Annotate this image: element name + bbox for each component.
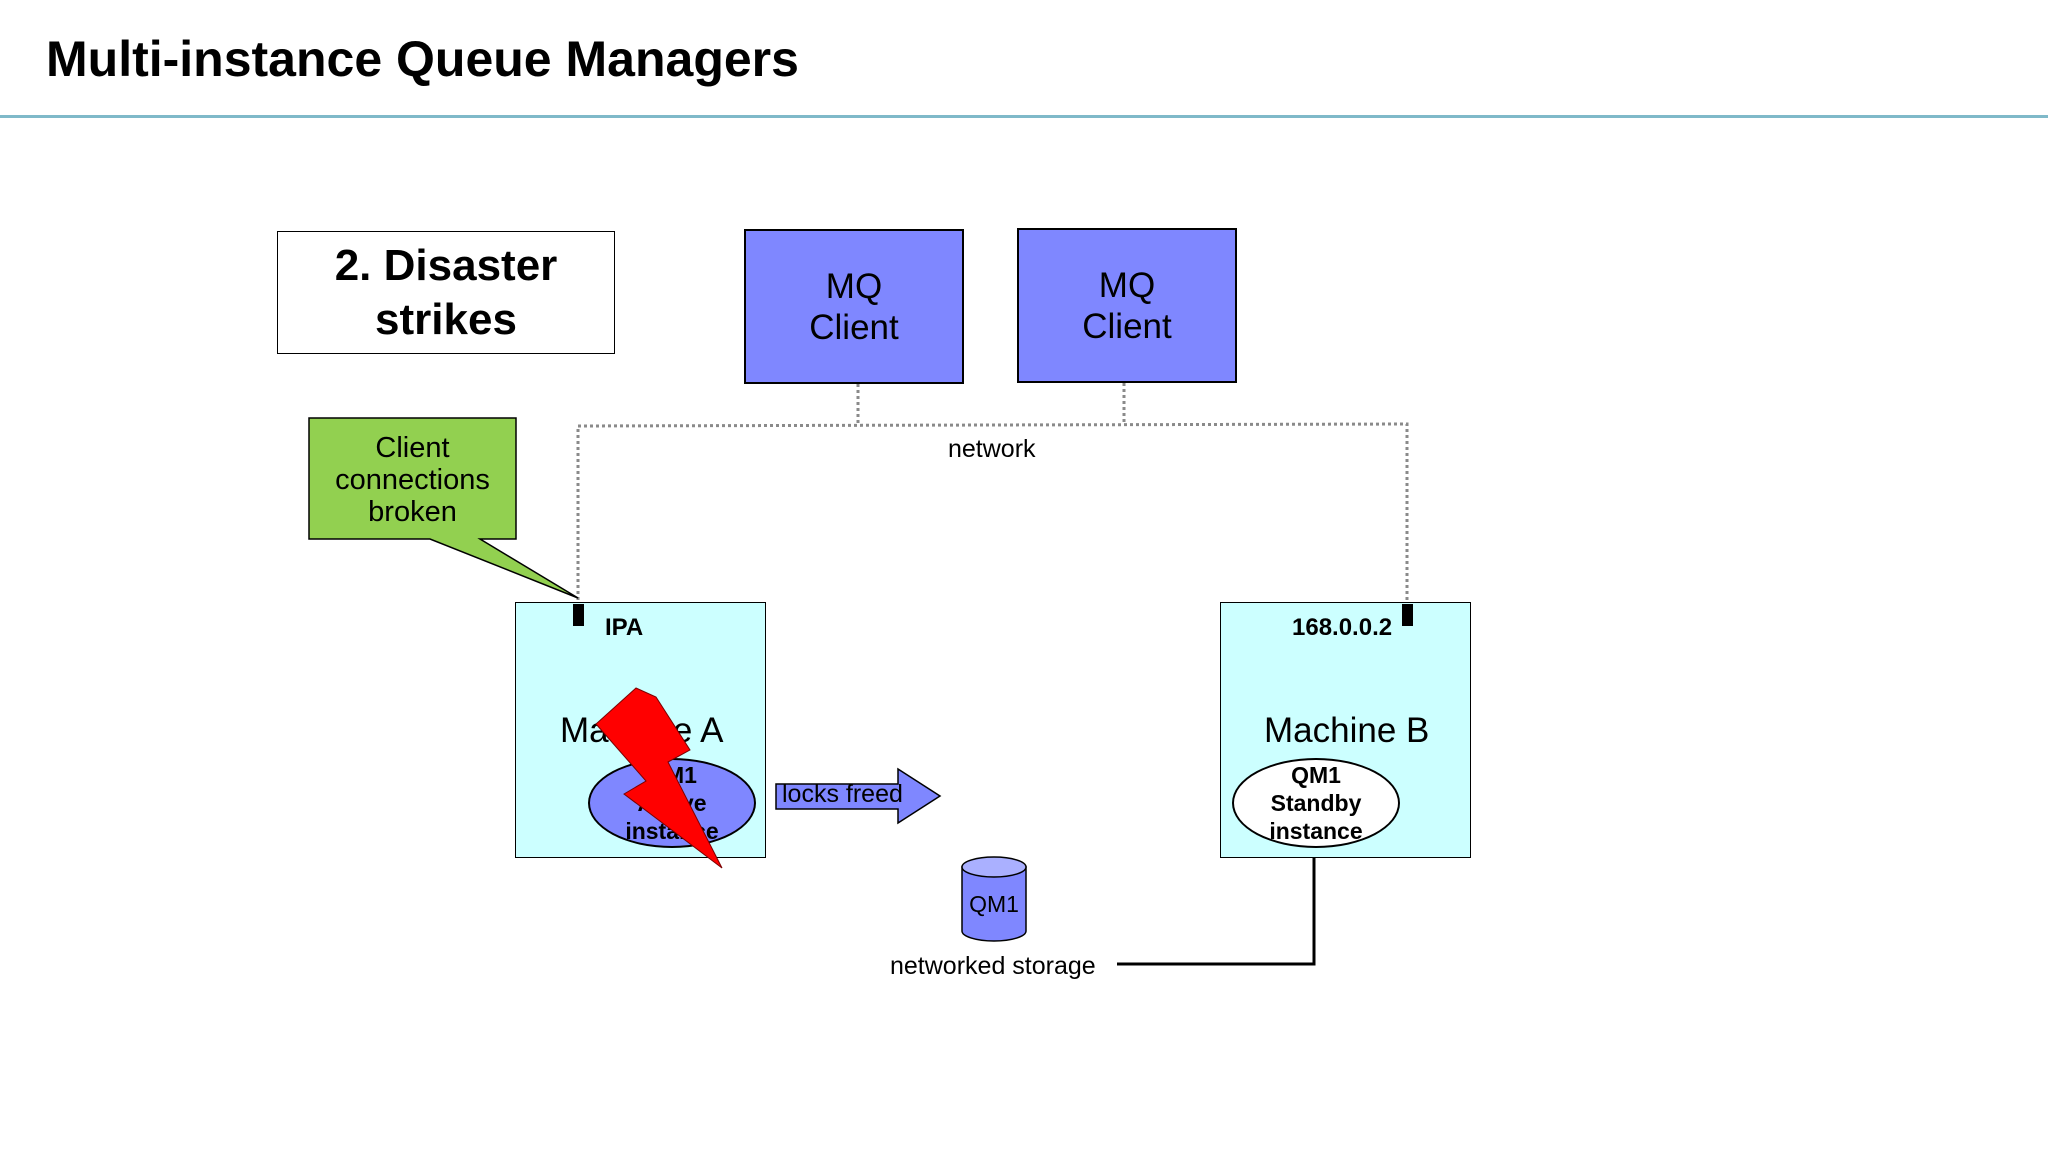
database-cylinder-icon (961, 856, 1027, 942)
network-line (576, 422, 1409, 606)
callout-bubble (308, 417, 579, 599)
machine-b-ip: 168.0.0.2 (1292, 614, 1393, 641)
networked-storage-label: networked storage (890, 952, 1096, 980)
locks-freed-label: locks freed (782, 780, 903, 808)
step-label-box: 2. Disaster strikes (277, 231, 615, 354)
machine-b-network-port (1402, 604, 1413, 626)
title-rule (0, 115, 2048, 118)
mq-client-box: MQ Client (744, 229, 964, 384)
locks-freed-arrow (775, 767, 942, 825)
slide-title: Multi-instance Queue Managers (46, 31, 799, 87)
machine-a-network-port (573, 604, 584, 626)
machine-a-ip: IPA (605, 614, 644, 641)
machine-b-name: Machine B (1264, 711, 1430, 750)
storage-link-line (1117, 846, 1316, 966)
callout-text: Client connections broken (335, 432, 490, 528)
network-label: network (948, 435, 1036, 463)
storage-qm-label: QM1 (969, 891, 1019, 917)
lightning-bolt-icon (595, 687, 723, 869)
mq-client-box: MQ Client (1017, 228, 1237, 383)
qm1-standby-instance: QM1 Standby instance (1232, 758, 1400, 848)
